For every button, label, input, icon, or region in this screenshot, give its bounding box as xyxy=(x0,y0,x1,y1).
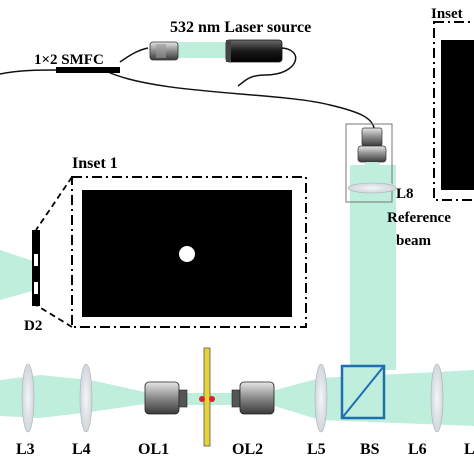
lens-l3 xyxy=(21,363,35,433)
bs-label: BS xyxy=(360,441,380,458)
laser-source-label: 532 nm Laser source xyxy=(170,19,311,36)
beamsplitter-cube-icon xyxy=(340,364,386,420)
pinhole-spot xyxy=(179,246,195,262)
lens-l4 xyxy=(79,363,93,433)
l6-label: L6 xyxy=(408,441,427,458)
fiber-laser-tail xyxy=(237,47,297,87)
coupler-label: 1×2 SMFC xyxy=(34,52,104,68)
inset-1-frame xyxy=(71,176,307,328)
inset-top-right-frame xyxy=(433,21,474,201)
laser-icon xyxy=(225,39,283,63)
reference-label-line1: Reference xyxy=(387,210,451,226)
objective-lens-icon xyxy=(144,381,188,415)
detector-d2 xyxy=(32,230,40,306)
sample xyxy=(209,396,215,402)
sample-holder xyxy=(203,347,211,447)
inset-1-connector-bottom xyxy=(35,304,73,328)
l3-label: L3 xyxy=(16,441,35,458)
reference-collimator-icon xyxy=(357,127,387,163)
main-beam-left xyxy=(0,375,145,418)
ol1-label: OL1 xyxy=(138,441,169,458)
d2-ray xyxy=(0,257,31,269)
lens-l8 xyxy=(347,182,397,194)
smfc-coupler xyxy=(56,67,120,73)
inset-top-right-label: Inset xyxy=(431,6,463,22)
reference-collimator-box xyxy=(345,123,393,203)
laser-beam-segment xyxy=(178,42,228,58)
sample xyxy=(199,396,205,402)
l5-label: L5 xyxy=(307,441,326,458)
inset-1-label: Inset 1 xyxy=(72,155,118,172)
d2-label: D2 xyxy=(24,318,42,334)
objective-lens-icon xyxy=(231,381,275,415)
lens-l6 xyxy=(430,363,444,433)
l4-label: L4 xyxy=(72,441,91,458)
reference-beam-cone xyxy=(350,162,396,190)
fiber-to-laser-module xyxy=(119,47,149,63)
fiber-to-reference-arm xyxy=(107,71,375,129)
fiber-collimator-icon xyxy=(149,41,179,61)
d2-scatter-beam xyxy=(0,250,36,300)
lens-l5 xyxy=(314,363,328,433)
l8-label: L8 xyxy=(396,186,414,202)
inset-top-right-mask xyxy=(441,40,474,190)
edge-label: L xyxy=(464,441,474,458)
ol2-label: OL2 xyxy=(232,441,263,458)
reference-label-line2: beam xyxy=(396,233,432,249)
d2-ray xyxy=(0,284,31,293)
inset-1-connector-top xyxy=(35,176,73,231)
reference-beam xyxy=(350,165,396,370)
fiber-left xyxy=(0,69,57,75)
